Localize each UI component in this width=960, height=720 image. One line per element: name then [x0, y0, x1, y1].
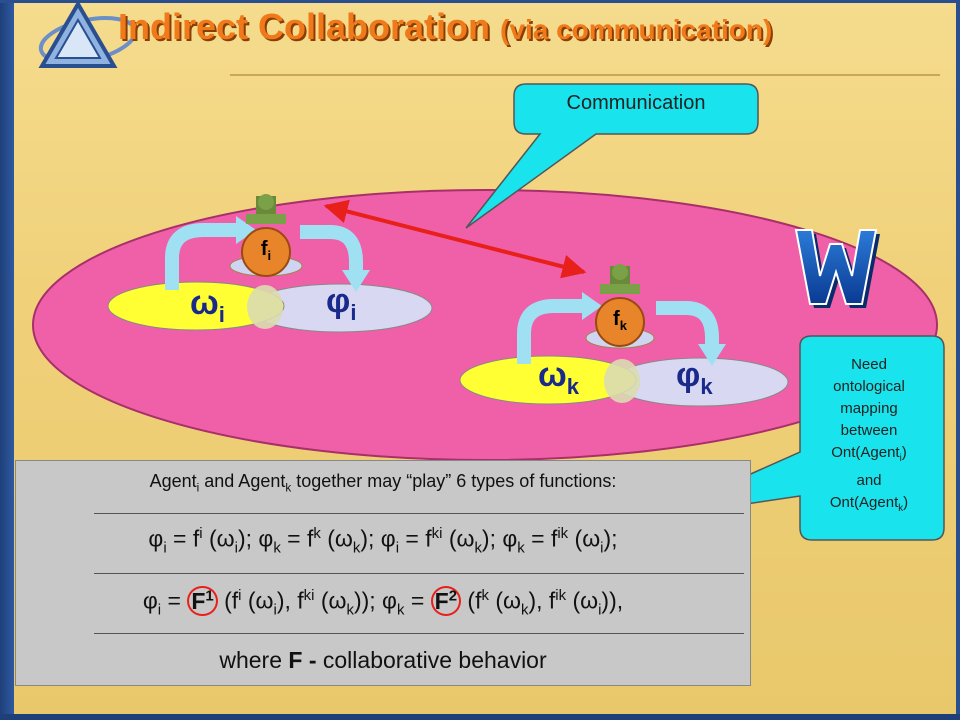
functions-info-box: Agenti and Agentk together may “play” 6 … [15, 460, 751, 686]
logo-icon [38, 0, 138, 68]
top-frame-bar [0, 0, 960, 3]
arrow-omega-to-f-i [165, 223, 238, 290]
page-title: Indirect Collaboration (via communicatio… [118, 6, 773, 47]
omega-i-ellipse [107, 281, 285, 331]
phi-i-label: φi [326, 282, 357, 325]
overlap-k-ellipse [604, 359, 640, 403]
f1-operator: F1 [187, 585, 218, 616]
info-line-agents: Agenti and Agentk together may “play” 6 … [149, 471, 617, 495]
title-underline [230, 74, 940, 76]
arrow-omega-to-f-k [517, 299, 584, 364]
info-line-composite-functions: φi = F1 (fi (ωi), fki (ωk)); φk = F2 (fk… [142, 585, 624, 619]
f-k-label: fk [613, 308, 627, 333]
world-w-icon [794, 229, 880, 308]
arrow-f-to-phi-k [656, 301, 719, 346]
arrow-f-to-phi-k-head [698, 344, 726, 366]
arrow-omega-to-f-i-head [236, 216, 256, 244]
omega-i-label: ωi [190, 284, 225, 327]
f-i-circle [241, 227, 291, 277]
f-k-circle [595, 297, 645, 347]
ontological-mapping-label: Need ontological mapping between Ont(Age… [829, 356, 909, 514]
left-frame-bar [0, 0, 14, 720]
info-line-simple-functions: φi = fi (ωi); φk = fk (ωk); φi = fki (ωk… [148, 525, 618, 557]
info-line-collaborative-behavior: where F - collaborative behavior [219, 647, 547, 673]
omega-k-label: ωk [538, 356, 580, 399]
communication-arrow [323, 199, 587, 279]
communication-label: Communication [566, 92, 706, 114]
info-rule-2 [94, 573, 744, 574]
f-i-label: fi [260, 238, 272, 263]
info-rule-1 [94, 513, 744, 514]
f2-operator: F2 [430, 585, 462, 616]
phi-k-label: φk [676, 356, 713, 399]
info-rule-3 [94, 633, 744, 634]
arrow-omega-to-f-k-head [582, 292, 602, 320]
overlap-i-ellipse [247, 285, 283, 329]
bottom-frame-bar [0, 714, 960, 720]
right-frame-bar [956, 0, 960, 720]
communication-callout [465, 83, 759, 229]
